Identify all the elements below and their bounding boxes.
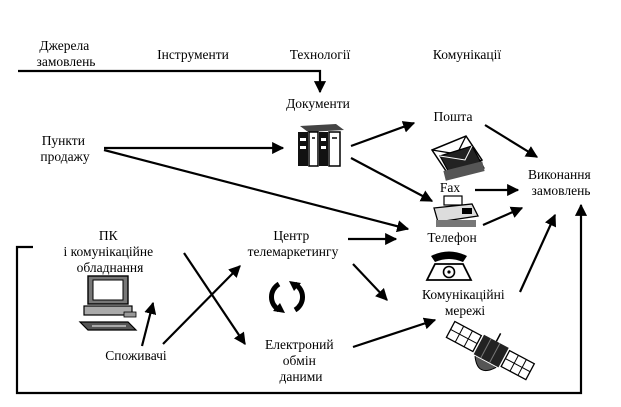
edge-consumers-to-telemarketing bbox=[162, 265, 241, 345]
binders-icon bbox=[298, 124, 344, 167]
edge-pc-loop-to-fulfillment bbox=[15, 203, 588, 395]
edge-documents-to-mail bbox=[350, 121, 416, 148]
edge-documents-to-fax bbox=[350, 157, 434, 202]
node-pc-equipment: ПК і комунікаційне обладнання bbox=[64, 228, 157, 275]
node-edi: Електроний обмін даними bbox=[265, 337, 337, 384]
edges bbox=[15, 69, 588, 395]
edge-sources-to-documents bbox=[18, 69, 327, 94]
header-communications: Комунікації bbox=[433, 47, 501, 62]
node-networks-line-1: Комунікаційні bbox=[422, 287, 505, 302]
header-technologies: Технології bbox=[290, 47, 351, 62]
header-sources: Джерела замовлень bbox=[37, 38, 96, 69]
node-edi-line-1: Електроний bbox=[265, 337, 334, 352]
edge-telemarketing-to-networks bbox=[352, 263, 388, 301]
edge-phone-to-fulfillment bbox=[482, 206, 524, 227]
node-fulfillment-line-1: Виконання bbox=[528, 167, 591, 182]
edge-networks-to-fulfillment bbox=[518, 213, 557, 293]
node-sales-points: Пункти продажу bbox=[40, 133, 90, 164]
node-telemarketing-line-1: Центр bbox=[273, 228, 309, 243]
node-networks-line-2: мережі bbox=[445, 303, 486, 318]
node-pc-line-3: обладнання bbox=[77, 260, 144, 275]
header-instruments: Інструменти bbox=[157, 47, 229, 62]
cycle-arrows-icon bbox=[268, 281, 306, 313]
edge-pc-to-edi bbox=[183, 252, 246, 346]
edge-mail-to-fulfillment bbox=[484, 124, 539, 158]
node-mail: Пошта bbox=[434, 109, 473, 124]
node-documents: Документи bbox=[286, 96, 350, 111]
node-sales-points-line-1: Пункти bbox=[42, 133, 85, 148]
node-pc-line-1: ПК bbox=[99, 228, 119, 243]
node-sales-points-line-2: продажу bbox=[40, 149, 90, 164]
node-fax: Fax bbox=[440, 180, 461, 195]
edge-edi-to-networks bbox=[352, 317, 437, 349]
computer-icon bbox=[78, 275, 138, 331]
telephone-icon bbox=[425, 251, 473, 281]
node-networks: Комунікаційні мережі bbox=[422, 287, 508, 318]
edge-consumers-to-pc bbox=[140, 301, 157, 347]
node-fulfillment-line-2: замовлень bbox=[532, 183, 591, 198]
envelopes-icon bbox=[430, 135, 485, 181]
edge-sales-to-phone bbox=[103, 148, 410, 233]
node-consumers: Споживачі bbox=[105, 348, 167, 363]
header-sources-line-1: Джерела bbox=[39, 38, 89, 53]
node-fulfillment: Виконання замовлень bbox=[528, 167, 594, 198]
fax-machine-icon bbox=[433, 195, 479, 227]
header-sources-line-2: замовлень bbox=[37, 54, 96, 69]
node-phone: Телефон bbox=[427, 230, 476, 245]
node-edi-line-3: даними bbox=[279, 369, 322, 384]
node-pc-line-2: і комунікаційне bbox=[64, 244, 154, 259]
node-telemarketing-line-2: телемаркетингу bbox=[248, 244, 339, 259]
satellite-icon bbox=[445, 320, 536, 381]
node-edi-line-2: обмін bbox=[283, 353, 316, 368]
node-telemarketing: Центр телемаркетингу bbox=[248, 228, 339, 259]
